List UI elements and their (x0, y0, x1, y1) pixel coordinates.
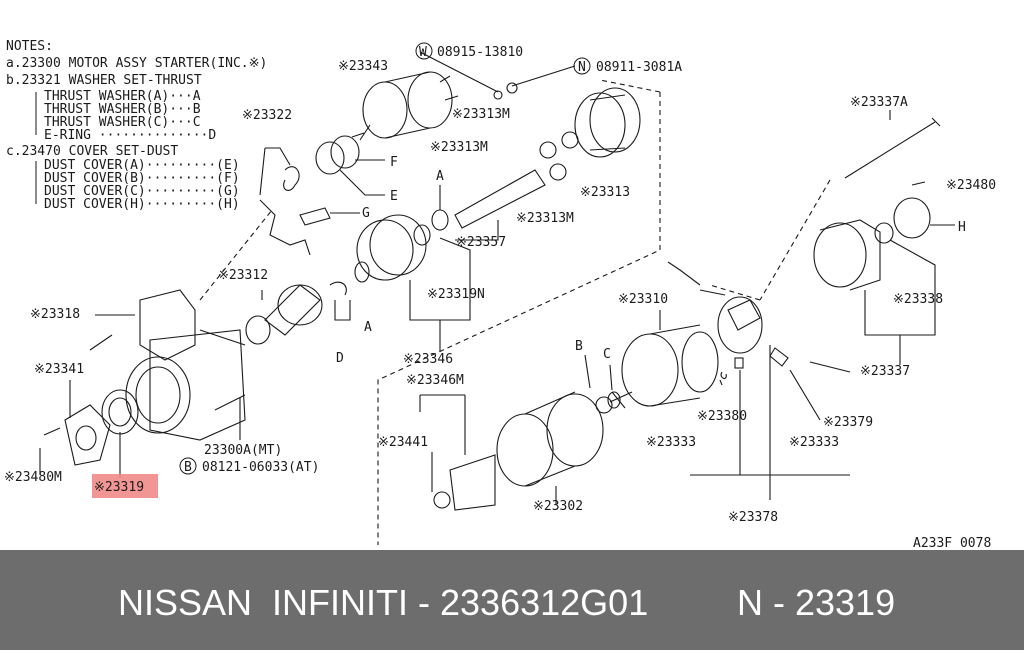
planet-gear-part (561, 131, 579, 149)
callout-letter: E (390, 189, 398, 204)
n-symbol-icon (573, 57, 591, 75)
dust-cover-f-part (315, 141, 345, 175)
part-label: ※23312 (218, 268, 268, 283)
screw-23480-part (911, 181, 926, 186)
part-label: ※23480M (4, 470, 62, 485)
part-label: 08915-13810 (437, 45, 523, 60)
bolt-part (89, 334, 113, 351)
brush-holder-part (699, 289, 763, 354)
part-label: ※23357 (456, 235, 506, 250)
bracket-23341-part (64, 404, 111, 466)
part-label: ※23379 (823, 415, 873, 430)
part-label: 08911-3081A (596, 60, 682, 75)
part-label: 23300A(MT) (204, 443, 282, 458)
target-part-label: ※23319 (94, 480, 144, 495)
part-label: ※23337A (850, 95, 908, 110)
internal-gear-part (574, 92, 626, 158)
note-line: DUST COVER(B)·········(F) (44, 171, 240, 186)
note-line: DUST COVER(H)·········(H) (44, 197, 240, 212)
part-label: ※23333 (789, 435, 839, 450)
footer-banner: NISSAN INFINITI - 2336312G01 N - 23319 (0, 550, 1024, 650)
part-label: ※23313M (452, 107, 510, 122)
dashed-guide-right (759, 179, 831, 301)
part-label: ※23441 (378, 435, 428, 450)
part-label: ※23337 (860, 364, 910, 379)
part-label: ※23343 (338, 59, 388, 74)
note-line: c.23470 COVER SET-DUST (6, 144, 178, 159)
note-line: E-RING ··············D (44, 128, 216, 143)
note-line: b.23321 WASHER SET-THRUST (6, 73, 202, 88)
callout-letter: C (603, 347, 611, 362)
callout-letter: A (436, 169, 444, 184)
screw-part (43, 427, 61, 436)
b-symbol-icon (179, 457, 197, 475)
e-ring-part (329, 281, 347, 296)
part-label: ※23380 (697, 409, 747, 424)
part-label: 08121-06033(AT) (202, 460, 319, 475)
part-label: ※23346 (403, 352, 453, 367)
washer-w-part (493, 90, 503, 100)
dashed-guide-left (199, 209, 273, 301)
part-label: ※23313M (516, 211, 574, 226)
part-label: ※23480 (946, 178, 996, 193)
note-line: a.23300 MOTOR ASSY STARTER(INC.※) (6, 56, 267, 71)
callout-letter: D (336, 351, 344, 366)
part-label: ※23319N (427, 287, 485, 302)
note-line: DUST COVER(C)·········(G) (44, 184, 240, 199)
note-line: THRUST WASHER(C)···C (44, 115, 201, 130)
gear-housing-part (356, 214, 431, 281)
thrust-washer-b-part (595, 396, 613, 414)
armature-part (609, 324, 719, 409)
footer-part-code: N - 23319 (737, 582, 896, 623)
notes-block: NOTES: a.23300 MOTOR ASSY STARTER(INC.※)… (6, 39, 267, 212)
callout-letter: H (958, 220, 966, 235)
dashed-guide-center (377, 92, 661, 545)
note-line: THRUST WASHER(B)···B (44, 102, 201, 117)
rear-cover-part (813, 197, 931, 291)
part-label: ※23338 (893, 292, 943, 307)
solenoid-part (351, 71, 459, 141)
starter-exploded-diagram: NOTES: a.23300 MOTOR ASSY STARTER(INC.※)… (4, 39, 996, 550)
b-symbol-label: B (184, 460, 192, 475)
bearing-23319-part (101, 389, 139, 435)
callout-letter: B (575, 339, 583, 354)
w-symbol-icon (415, 42, 433, 60)
target-part-highlight (92, 474, 158, 498)
lever-spring-part (283, 166, 300, 191)
dust-cover-m-part (449, 454, 496, 511)
part-label: ※23302 (533, 499, 583, 514)
note-line: DUST COVER(A)·········(E) (44, 158, 240, 173)
footer-brand-partnumber: NISSAN INFINITI - 2336312G01 (118, 582, 649, 623)
part-label: ※23378 (728, 510, 778, 525)
part-label: ※23310 (618, 292, 668, 307)
callout-letter: A (364, 320, 372, 335)
callout-letter: F (390, 155, 398, 170)
part-label: ※23341 (34, 362, 84, 377)
w-symbol-label: W (419, 45, 427, 60)
drawing-code: A233F 0078 (913, 536, 991, 550)
part-label: ※23346M (406, 373, 464, 388)
notes-header: NOTES: (6, 39, 53, 54)
part-label: ※23333 (646, 435, 696, 450)
note-line: THRUST WASHER(A)···A (44, 89, 201, 104)
callout-letter: G (362, 206, 370, 221)
pinion-shaft-part (454, 169, 546, 229)
part-label: ※23318 (30, 307, 80, 322)
gear-case-part (125, 289, 246, 441)
through-bolt-part (844, 121, 936, 179)
dust-cover-g-part (299, 207, 331, 226)
yoke-assembly-part (496, 391, 604, 487)
overrunning-clutch-part (245, 284, 323, 345)
shift-lever-part (259, 199, 311, 256)
n-symbol-label: N (578, 60, 586, 75)
part-label: ※23313 (580, 185, 630, 200)
part-label: ※23313M (430, 140, 488, 155)
part-label: ※23322 (242, 108, 292, 123)
